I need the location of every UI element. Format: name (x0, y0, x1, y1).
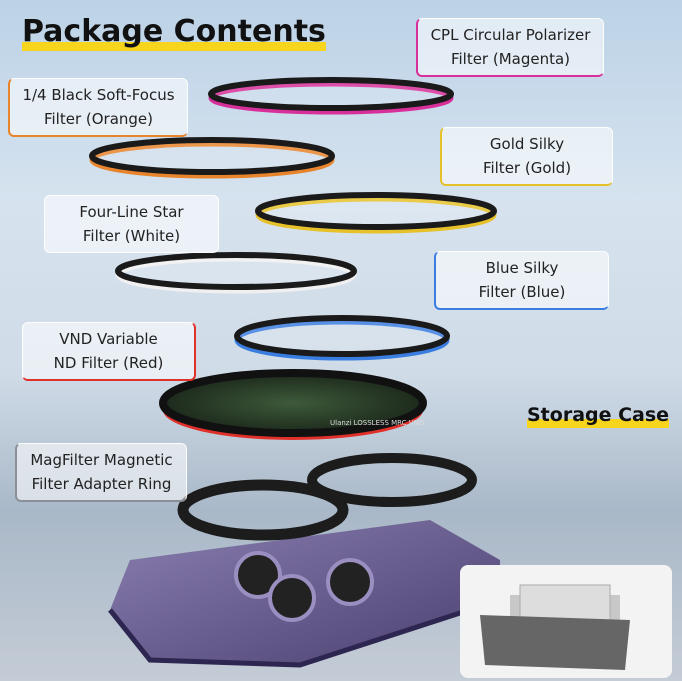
ring-brand-text: Ulanzi LOSSLESS MRC VND (330, 419, 424, 427)
adapter-ring-2 (177, 479, 349, 541)
page-title: Package Contents (22, 14, 326, 51)
star-filter (115, 252, 357, 290)
storage-case-image (460, 565, 672, 678)
blue-silky-filter (234, 315, 450, 357)
vnd-filter (159, 369, 427, 437)
storage-case-title: Storage Case (527, 404, 670, 428)
gold-silky-filter (255, 192, 497, 230)
cpl-filter (208, 77, 454, 111)
black-soft-filter (89, 137, 335, 175)
adapter-ring-1 (307, 453, 477, 507)
camera-lenses (234, 551, 374, 622)
